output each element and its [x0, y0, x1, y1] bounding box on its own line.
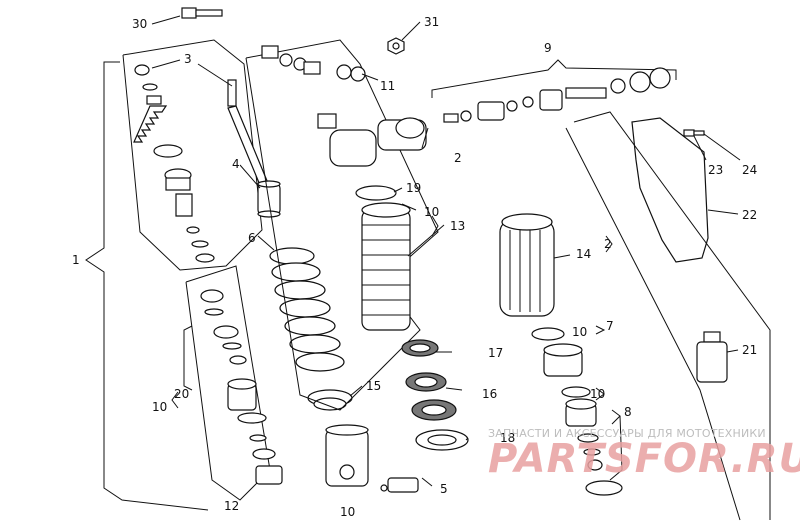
callout-14: 14: [576, 247, 591, 261]
callout-3: 3: [184, 52, 192, 66]
callout-10-a: 10: [424, 205, 439, 219]
coil-spring: [269, 247, 345, 372]
callout-6: 6: [248, 231, 256, 245]
outline-group-3: [122, 39, 263, 271]
bracket-group-1: [85, 61, 209, 511]
reservoir: [499, 213, 555, 317]
callout-24: 24: [742, 163, 757, 177]
o-ring-19: [355, 185, 397, 201]
callout-2-center: 2: [454, 151, 462, 165]
callout-2-right: 2: [604, 237, 612, 251]
mudguard: [631, 117, 709, 263]
callout-21: 21: [742, 343, 757, 357]
top-bushings: [261, 45, 366, 82]
leader-lines: [151, 15, 741, 487]
bracket-group-20b: [171, 391, 179, 409]
top-nut: [387, 37, 405, 55]
bracket-group-9: [431, 59, 677, 98]
watermark-tagline: ЗАПЧАСТИ И АКСЕССУАРЫ ДЛЯ МОТОТЕХНИКИ: [488, 427, 766, 440]
top-bolt: [181, 7, 223, 19]
callout-23: 23: [708, 163, 723, 177]
watermark-logo: PARTSFOR.RU: [488, 436, 800, 482]
callout-31: 31: [424, 15, 439, 29]
callout-22: 22: [742, 208, 757, 222]
callout-10-b: 10: [152, 400, 167, 414]
callout-30: 30: [132, 17, 147, 31]
callout-10-d: 10: [572, 325, 587, 339]
outline-group-12: [185, 265, 271, 501]
callout-19: 19: [406, 181, 421, 195]
callout-13: 13: [450, 219, 465, 233]
label-plate-11: [317, 113, 337, 129]
oil-bottle: [696, 331, 728, 383]
preload-rings: [401, 339, 469, 451]
callout-7: 7: [606, 319, 614, 333]
bracket-group-20: [183, 325, 193, 391]
threaded-cylinder: [361, 202, 411, 331]
mudguard-outline: [573, 111, 771, 520]
callout-18: 18: [500, 431, 515, 445]
callout-12: 12: [224, 499, 239, 513]
mudguard-bolt: [683, 129, 705, 137]
callout-20: 20: [174, 387, 189, 401]
callout-10-c: 10: [340, 505, 355, 519]
piston-stack: [200, 289, 283, 485]
callout-5: 5: [440, 482, 448, 496]
callout-10-e: 10: [590, 387, 605, 401]
callout-4: 4: [232, 157, 240, 171]
callout-15: 15: [366, 379, 381, 393]
callout-11: 11: [380, 79, 395, 93]
adjuster-assembly: [443, 67, 671, 123]
callout-9: 9: [544, 41, 552, 55]
callout-17: 17: [488, 346, 503, 360]
shock-head: [329, 117, 427, 167]
reservoir-cap-stack: [531, 327, 623, 496]
damper-rod: [227, 79, 271, 191]
callout-16: 16: [482, 387, 497, 401]
callout-1: 1: [72, 253, 80, 267]
callout-8: 8: [624, 405, 632, 419]
damper-valve-stack: [133, 64, 215, 263]
lower-eye-mount: [325, 424, 419, 493]
